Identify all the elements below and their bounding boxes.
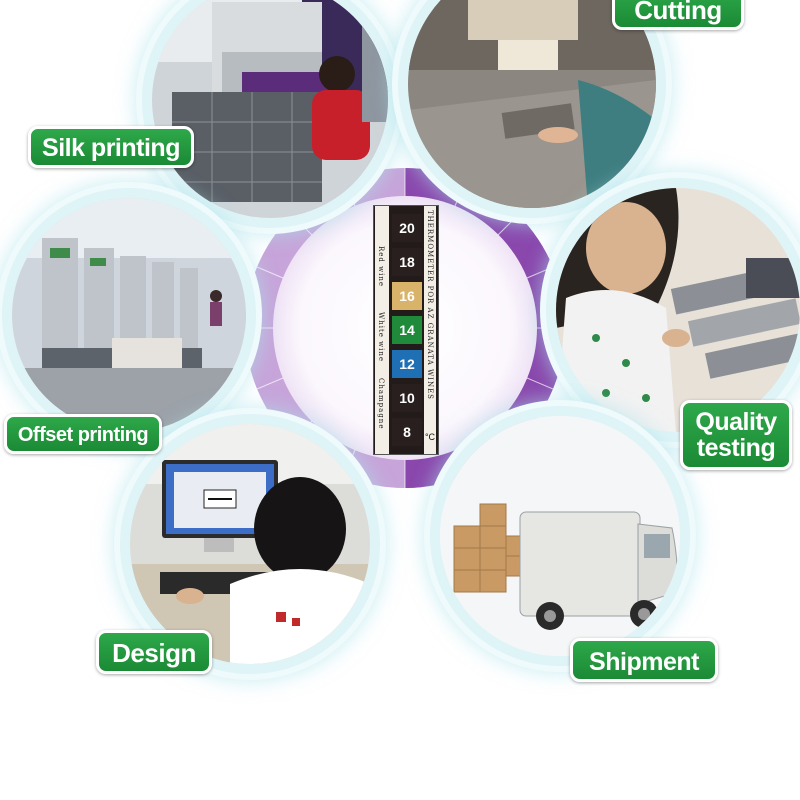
temp-cell-16: 16 (392, 282, 422, 310)
temp-cell-10: 10 (392, 384, 422, 412)
label-offset-printing: Offset printing (4, 414, 162, 454)
zone-champagne: Champagne (377, 378, 385, 430)
label-quality-testing: Quality testing (680, 400, 792, 470)
label-quality-line2: testing (696, 434, 776, 463)
temp-cell-12: 12 (392, 350, 422, 378)
label-design: Design (96, 630, 212, 674)
silk-printing-photo (152, 0, 388, 218)
temp-cell-18: 18 (392, 248, 422, 276)
wine-zone-column: Red wine White wine Champagne (375, 206, 389, 454)
center-ring (245, 168, 565, 488)
label-quality-line1: Quality (695, 408, 777, 436)
label-shipment: Shipment (570, 638, 718, 682)
thermometer-brand-column: THERMOMETER POR AZ GRANATA WINES (424, 206, 436, 454)
temp-cell-20: 20 (392, 214, 422, 242)
unit-celsius: °C (424, 432, 436, 442)
temp-cell-8: 8 (392, 418, 422, 446)
offset-printing-photo (12, 198, 246, 432)
shipment-photo (440, 416, 680, 656)
zone-red-wine: Red wine (377, 246, 385, 288)
quality-testing-photo (556, 188, 800, 432)
thermometer-brand-text: THERMOMETER POR AZ GRANATA WINES (426, 210, 434, 400)
label-silk-printing: Silk printing (28, 126, 194, 168)
cutting-photo (408, 0, 656, 208)
zone-white-wine: White wine (377, 312, 385, 363)
design-photo (130, 424, 370, 664)
temp-cell-14: 14 (392, 316, 422, 344)
thermometer-strip: Red wine White wine Champagne THERMOMETE… (374, 206, 438, 454)
label-cutting: Cutting (612, 0, 744, 30)
